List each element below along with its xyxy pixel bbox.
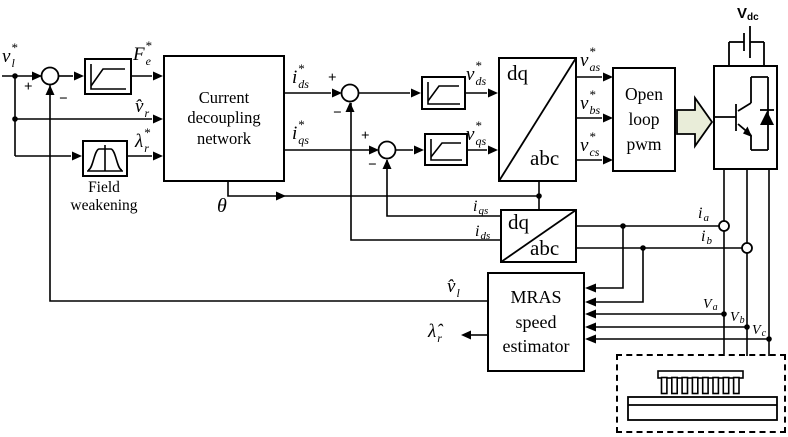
sum2-plus-sign: + bbox=[328, 70, 337, 86]
sum3-plus-sign: + bbox=[361, 128, 370, 144]
block-text-line: decoupling bbox=[187, 108, 261, 128]
dq-abc-diagonals bbox=[498, 57, 577, 263]
vdc-sub: dc bbox=[747, 12, 759, 23]
wire-voltage-commands bbox=[577, 76, 602, 161]
dq-label: dq bbox=[508, 210, 529, 234]
label-iqs-reference: i*qs bbox=[292, 117, 309, 147]
caption-line: Field bbox=[88, 179, 120, 196]
current-sensors bbox=[718, 220, 753, 254]
wire-speed-feedback bbox=[49, 85, 487, 302]
field-weakening-block bbox=[82, 140, 128, 177]
wire-speed-reference bbox=[2, 75, 152, 157]
sum3-minus-sign: − bbox=[368, 157, 377, 173]
block-text-line: Open bbox=[625, 84, 663, 105]
label-dc-link-voltage: Vdc bbox=[737, 6, 759, 23]
force-limiter-block bbox=[84, 58, 132, 95]
sum2-minus-sign: − bbox=[333, 105, 342, 121]
limiter-icon-vqs bbox=[430, 139, 462, 161]
label-speed-reference: v*l bbox=[2, 40, 18, 70]
label-theta: θ bbox=[217, 195, 227, 217]
inverter-block bbox=[713, 65, 778, 170]
limiter-icon-vds bbox=[427, 82, 460, 105]
label-vcs-reference: v*cs bbox=[580, 129, 600, 159]
label-force-reference: F*e bbox=[133, 38, 153, 68]
wire-measured-voltages bbox=[596, 313, 769, 340]
block-text-line: MRAS bbox=[510, 286, 562, 307]
junction-dots bbox=[12, 73, 772, 342]
label-flux-reference: λ*r bbox=[135, 125, 151, 155]
field-weakening-caption: Field weakening bbox=[54, 179, 154, 215]
label-ids-reference: i*ds bbox=[292, 61, 309, 91]
sum1-minus-sign: − bbox=[59, 91, 68, 107]
field-weakening-curve-icon bbox=[87, 145, 123, 172]
mras-speed-estimator-block: MRAS speed estimator bbox=[487, 272, 585, 372]
dq-abc-transform-lower-block bbox=[500, 209, 577, 263]
current-sensor-a-icon bbox=[718, 220, 730, 232]
label-vas-reference: v*as bbox=[580, 44, 601, 74]
summing-junction-iqs bbox=[377, 140, 397, 160]
linear-motor-secondary-icon bbox=[627, 396, 778, 421]
label-vbs-reference: v*bs bbox=[580, 87, 601, 117]
label-speed-estimate-input: v̂r bbox=[135, 95, 150, 120]
vqs-limiter-block bbox=[424, 133, 468, 166]
freewheel-diode-icon bbox=[760, 109, 774, 125]
block-text-line: estimator bbox=[502, 336, 570, 357]
wire-current-references bbox=[285, 92, 487, 151]
arrowheads bbox=[32, 71, 613, 344]
limiter-icon-force bbox=[90, 64, 126, 90]
vdc-base: V bbox=[737, 5, 748, 22]
wire-measured-currents bbox=[577, 225, 742, 303]
label-vqs-reference: v*qs bbox=[466, 118, 487, 148]
wire-current-feedback bbox=[350, 103, 500, 241]
label-vds-reference: v*ds bbox=[466, 58, 487, 88]
block-text-line: network bbox=[196, 128, 252, 148]
block-text-line: Current bbox=[198, 88, 250, 108]
caption-line: weakening bbox=[70, 196, 138, 214]
abc-label: abc bbox=[530, 236, 560, 260]
sum1-plus-sign: + bbox=[24, 79, 33, 95]
dq-label: dq bbox=[507, 61, 528, 85]
vds-limiter-block bbox=[421, 76, 466, 110]
label-flux-estimate: λ̂r bbox=[428, 320, 442, 345]
wire-theta bbox=[227, 181, 540, 209]
linear-motor-primary-icon bbox=[657, 370, 744, 395]
linear-motor-dashed-box bbox=[616, 354, 786, 433]
abc-label: abc bbox=[530, 146, 560, 170]
current-sensor-b-icon bbox=[741, 242, 753, 254]
open-loop-pwm-block: Open loop pwm bbox=[612, 67, 676, 172]
summing-junction-ids bbox=[340, 83, 360, 103]
label-speed-estimate: v̂l bbox=[447, 275, 460, 300]
power-flow-arrow bbox=[676, 95, 714, 149]
block-text-line: speed bbox=[515, 311, 557, 332]
block-text-line: pwm bbox=[626, 133, 662, 154]
dc-link-battery bbox=[728, 26, 765, 65]
summing-junction-speed bbox=[40, 66, 60, 86]
block-text-line: loop bbox=[628, 109, 660, 130]
current-decoupling-network-block: Current decoupling network bbox=[163, 55, 285, 182]
dq-abc-transform-upper-block bbox=[498, 57, 577, 182]
